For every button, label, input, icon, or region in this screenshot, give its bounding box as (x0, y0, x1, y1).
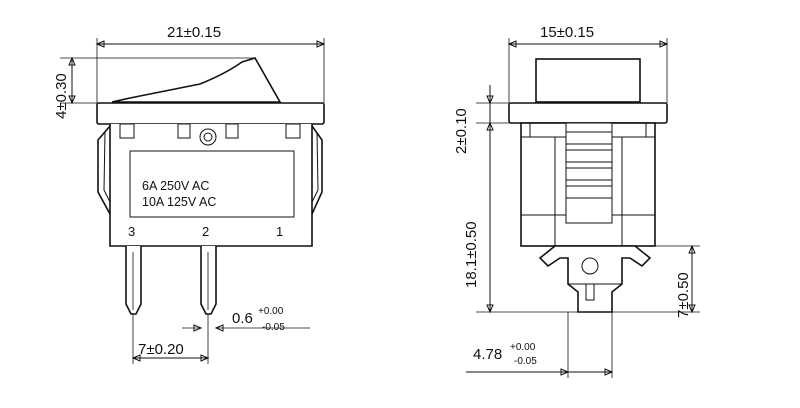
pin-label-1: 1 (276, 224, 283, 239)
pin-thickness-tol-upper: +0.00 (258, 306, 284, 317)
pin-label-2: 2 (202, 224, 209, 239)
flange-dim: 2±0.10 (453, 108, 470, 154)
pin-thickness-dim: 0.6 (232, 310, 253, 327)
side-view: 15±0.15 2±0.10 18.1±0.50 7±0.50 4.78 +0.… (453, 24, 700, 378)
terminal-width-tol-upper: +0.00 (510, 342, 536, 353)
rocker-actuator (111, 57, 282, 103)
pin-spacing-dim: 7±0.20 (138, 341, 184, 358)
front-post-1 (119, 123, 135, 139)
left-clip-inner (103, 131, 111, 203)
front-post-4 (285, 123, 301, 139)
pin-label-3: 3 (128, 224, 135, 239)
body-height-dim: 18.1±0.50 (463, 221, 480, 288)
terminal-length-dim: 7±0.50 (675, 272, 692, 318)
right-clip-inner (311, 131, 319, 203)
pin-thickness-tol-lower: -0.05 (262, 322, 285, 333)
front-width-dim: 21±0.15 (167, 24, 221, 41)
terminal-width-tol-lower: -0.05 (514, 356, 537, 367)
front-rivet-inner (203, 132, 213, 142)
side-button-cap (535, 58, 641, 103)
terminal-3 (125, 246, 142, 315)
side-width-dim: 15±0.15 (540, 24, 594, 41)
left-clip (97, 125, 111, 215)
side-terminal-base (538, 245, 652, 313)
front-view: 6A 250V AC 10A 125V AC 3 2 1 21±0.15 4±0… (53, 24, 326, 364)
front-post-2 (177, 123, 191, 139)
terminal-2 (200, 246, 217, 315)
front-post-3 (225, 123, 239, 139)
side-terminal-hole (581, 257, 599, 275)
terminal-width-dim: 4.78 (473, 346, 502, 363)
rocker-height-dim: 4±0.30 (53, 73, 70, 119)
front-flange (96, 102, 325, 125)
rating-line-2: 10A 125V AC (142, 195, 216, 209)
rating-label-box (129, 150, 295, 218)
rating-line-1: 6A 250V AC (142, 179, 209, 193)
side-ribs (566, 131, 612, 199)
side-center-column (565, 122, 613, 224)
side-flange (508, 102, 668, 124)
front-rivet (199, 128, 217, 146)
